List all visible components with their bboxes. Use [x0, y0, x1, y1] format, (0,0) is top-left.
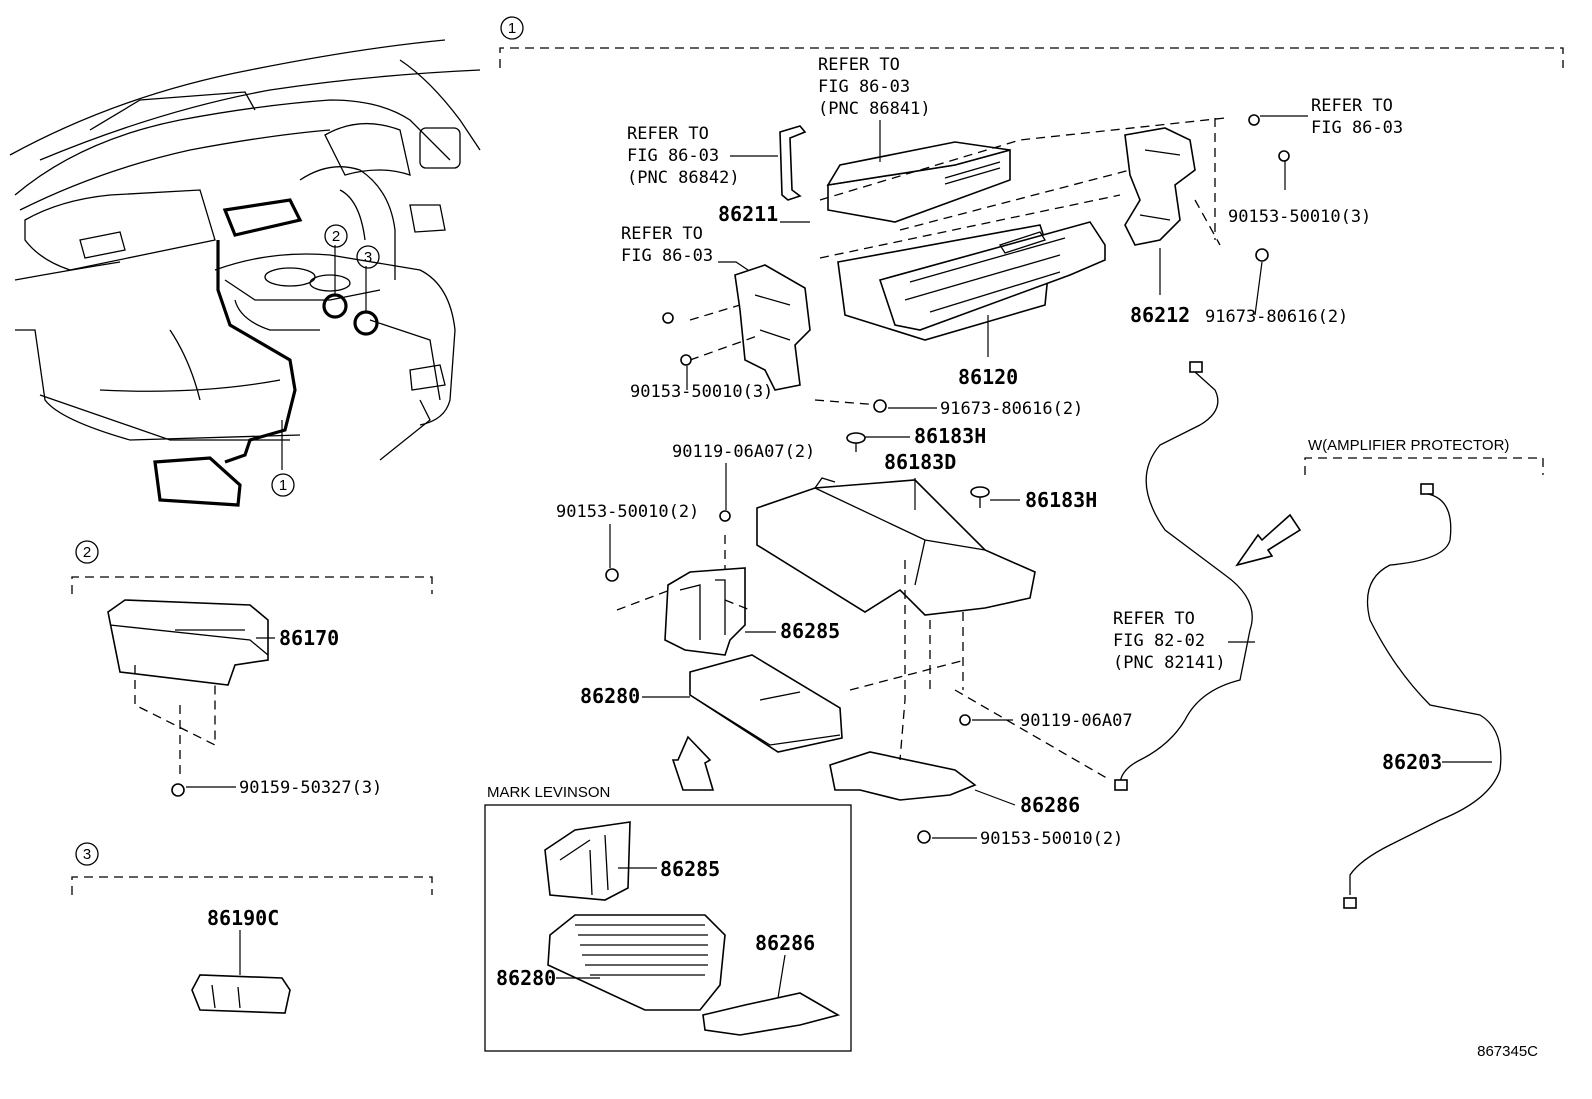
- part-number-86170: 86170: [279, 626, 339, 650]
- clip-86183H-top: [846, 432, 866, 452]
- svg-text:FIG 82-02: FIG 82-02: [1113, 631, 1205, 651]
- svg-text:FIG 86-03: FIG 86-03: [621, 246, 713, 266]
- part-number-86286-ml: 86286: [755, 931, 815, 955]
- clip-86183H-right: [970, 486, 990, 508]
- callout-3-overview: 3: [356, 245, 380, 269]
- callout-1-overview: 1: [271, 473, 295, 497]
- part-number-86183D: 86183D: [884, 450, 956, 474]
- screw-90119-right-amp: [959, 714, 971, 726]
- screw-90119-top: [719, 510, 731, 522]
- part-number-86183H-top: 86183H: [914, 424, 986, 448]
- section-1-header: 1: [499, 16, 1564, 68]
- part-number-86285-ml: 86285: [660, 857, 720, 881]
- bracket-86842: [779, 125, 807, 201]
- part-number-86286: 86286: [1020, 793, 1080, 817]
- fastener-90153-2-left: 90153-50010(2): [556, 502, 699, 522]
- screw-left-86211: [662, 312, 674, 324]
- svg-text:FIG 86-03: FIG 86-03: [818, 77, 910, 97]
- svg-text:3: 3: [364, 249, 372, 266]
- callout-2-overview: 2: [324, 224, 348, 248]
- amplifier-protector-label: W(AMPLIFIER PROTECTOR): [1308, 437, 1509, 454]
- section-2: 2: [71, 540, 433, 797]
- svg-text:REFER TO: REFER TO: [621, 224, 703, 244]
- part-number-86120: 86120: [958, 365, 1018, 389]
- bracket-86211: [734, 264, 811, 391]
- bracket-86212: [1124, 127, 1196, 246]
- svg-text:2: 2: [332, 228, 340, 245]
- amplifier-protector-section: W(AMPLIFIER PROTECTOR): [1304, 437, 1544, 475]
- leader-lines: [186, 115, 1492, 999]
- part-number-86203: 86203: [1382, 750, 1442, 774]
- screw-upper-right: [1248, 114, 1260, 126]
- part-number-86285: 86285: [780, 619, 840, 643]
- cover-86183D: [756, 477, 1036, 616]
- fastener-90153-3-left: 90153-50010(3): [630, 382, 773, 402]
- fastener-90119: 90119-06A07: [1020, 711, 1133, 731]
- fastener-91673-2-right: 91673-80616(2): [1205, 307, 1348, 327]
- navigation-receiver-86841: [826, 141, 1011, 223]
- fastener-91673-2-center: 91673-80616(2): [940, 399, 1083, 419]
- fastener-90119-2: 90119-06A07(2): [672, 442, 815, 462]
- ref-label-86841: REFER TO FIG 86-03 (PNC 86841): [818, 55, 931, 119]
- part-86190C-port: [191, 974, 291, 1014]
- part-number-86183H-right: 86183H: [1025, 488, 1097, 512]
- svg-text:2: 2: [83, 544, 91, 561]
- part-number-86280-ml: 86280: [496, 966, 556, 990]
- part-number-86190C: 86190C: [207, 906, 279, 930]
- part-86170-switch: [107, 599, 269, 686]
- bracket-86285: [664, 567, 746, 656]
- svg-text:REFER TO: REFER TO: [818, 55, 900, 75]
- cable-82141: [1114, 361, 1253, 791]
- ref-label-right: REFER TO FIG 86-03: [1311, 96, 1403, 138]
- svg-text:REFER TO: REFER TO: [627, 124, 709, 144]
- mark-levinson-label: MARK LEVINSON: [487, 784, 610, 801]
- radio-receiver-86120: [837, 221, 1106, 341]
- cable-86203: [1343, 483, 1502, 909]
- svg-text:1: 1: [279, 477, 287, 494]
- screw-90153-bottom-amp: [917, 830, 931, 844]
- svg-text:(PNC 82141): (PNC 82141): [1113, 653, 1226, 673]
- svg-text:FIG 86-03: FIG 86-03: [1311, 118, 1403, 138]
- mark-levinson-section: MARK LEVINSON: [484, 784, 852, 1052]
- arrow-to-amplifier: [671, 735, 715, 791]
- svg-text:(PNC 86842): (PNC 86842): [627, 168, 740, 188]
- svg-text:(PNC 86841): (PNC 86841): [818, 99, 931, 119]
- screw-90153-right: [1278, 150, 1290, 162]
- screw-90153-left-amp: [605, 568, 619, 582]
- ref-label-86842: REFER TO FIG 86-03 (PNC 86842): [627, 124, 740, 188]
- figure-code: 867345C: [1477, 1043, 1538, 1060]
- svg-text:1: 1: [508, 20, 516, 37]
- ref-label-left: REFER TO FIG 86-03: [621, 224, 713, 266]
- svg-text:REFER TO: REFER TO: [1113, 609, 1195, 629]
- screw-91673-center: [873, 399, 887, 413]
- amplifier-86280: [689, 654, 843, 753]
- svg-text:FIG 86-03: FIG 86-03: [627, 146, 719, 166]
- ref-label-82141: REFER TO FIG 82-02 (PNC 82141): [1113, 609, 1226, 673]
- fastener-90159-3: 90159-50327(3): [239, 778, 382, 798]
- section-3: 3: [71, 842, 433, 1014]
- part-number-86280: 86280: [580, 684, 640, 708]
- arrow-to-cable: [1235, 513, 1302, 567]
- svg-text:3: 3: [83, 846, 91, 863]
- svg-text:REFER TO: REFER TO: [1311, 96, 1393, 116]
- part-number-86212: 86212: [1130, 303, 1190, 327]
- part-number-86211: 86211: [718, 202, 778, 226]
- fastener-90153-2-bottom: 90153-50010(2): [980, 829, 1123, 849]
- bracket-86286: [829, 751, 977, 801]
- screw-91673-right: [1255, 248, 1269, 262]
- fastener-90153-3-right: 90153-50010(3): [1228, 207, 1371, 227]
- screw-90153-left: [680, 354, 692, 366]
- dashboard-overview-illustration: [9, 39, 481, 507]
